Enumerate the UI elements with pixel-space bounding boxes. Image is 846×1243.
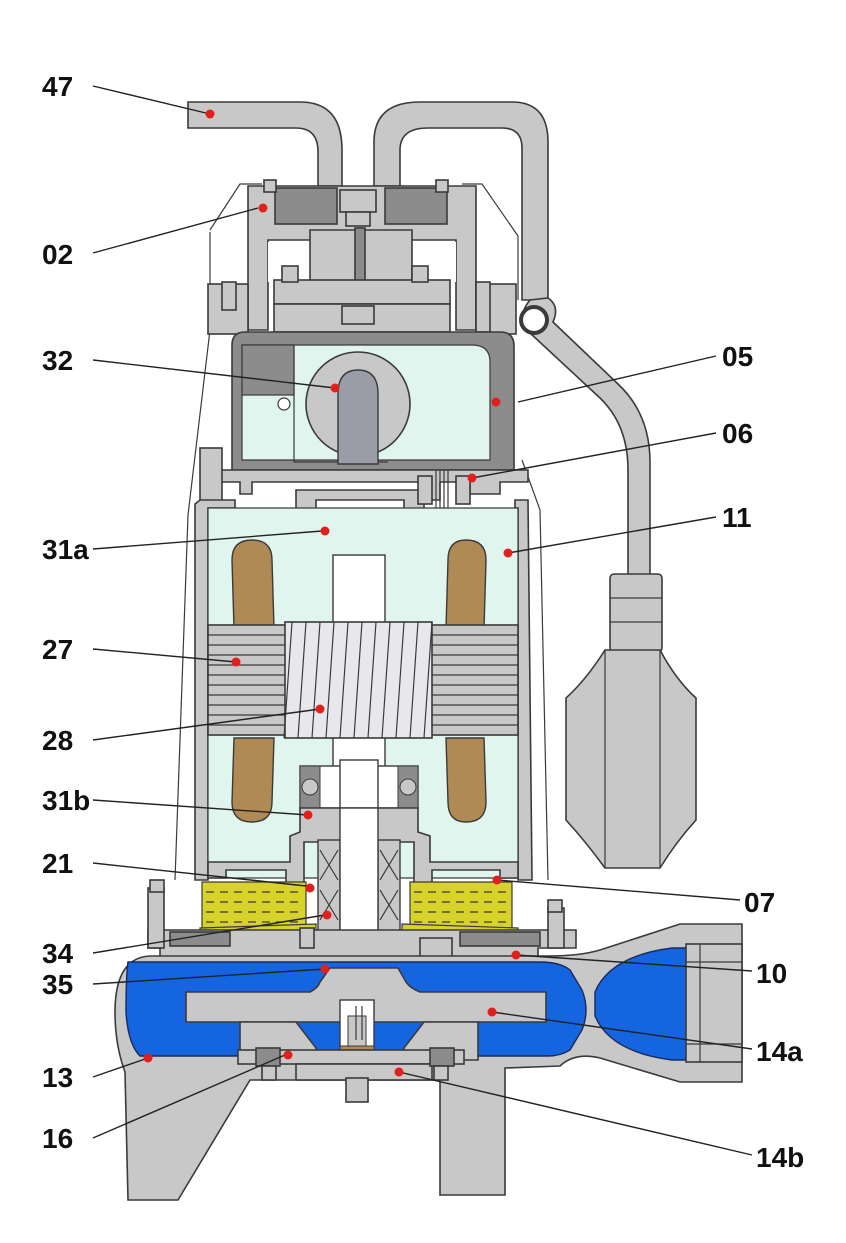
label-34: 34 bbox=[42, 938, 74, 969]
marker-07 bbox=[492, 875, 502, 885]
label-31b: 31b bbox=[42, 785, 90, 816]
label-07: 07 bbox=[744, 887, 775, 918]
marker-21 bbox=[305, 883, 315, 893]
label-05: 05 bbox=[722, 341, 753, 372]
upper-chamber bbox=[231, 331, 515, 471]
mechanical-seal bbox=[317, 807, 401, 959]
marker-13 bbox=[143, 1053, 153, 1063]
marker-05 bbox=[491, 397, 501, 407]
marker-02 bbox=[258, 203, 268, 213]
marker-31b bbox=[303, 810, 313, 820]
label-27: 27 bbox=[42, 634, 73, 665]
float-switch bbox=[519, 297, 697, 869]
label-31a: 31a bbox=[42, 534, 89, 565]
marker-31a bbox=[320, 526, 330, 536]
marker-35 bbox=[320, 964, 330, 974]
label-10: 10 bbox=[756, 958, 787, 989]
marker-28 bbox=[315, 704, 325, 714]
winding-end-turns bbox=[231, 539, 487, 823]
rotor bbox=[283, 621, 433, 739]
label-14b: 14b bbox=[756, 1142, 804, 1173]
label-47: 47 bbox=[42, 71, 73, 102]
label-35: 35 bbox=[42, 969, 73, 1000]
marker-34 bbox=[322, 910, 332, 920]
marker-06 bbox=[467, 473, 477, 483]
label-02: 02 bbox=[42, 239, 73, 270]
marker-14a bbox=[487, 1007, 497, 1017]
label-32: 32 bbox=[42, 345, 73, 376]
label-21: 21 bbox=[42, 848, 73, 879]
lower-flange bbox=[147, 879, 577, 959]
marker-11 bbox=[503, 548, 513, 558]
marker-14b bbox=[394, 1067, 404, 1077]
label-16: 16 bbox=[42, 1123, 73, 1154]
label-28: 28 bbox=[42, 725, 73, 756]
marker-32 bbox=[330, 383, 340, 393]
lower-bearing bbox=[299, 759, 419, 811]
marker-10 bbox=[511, 950, 521, 960]
top-cover bbox=[207, 179, 517, 335]
label-06: 06 bbox=[722, 418, 753, 449]
part-markers bbox=[143, 109, 521, 1077]
marker-16 bbox=[283, 1050, 293, 1060]
label-11: 11 bbox=[722, 502, 752, 533]
label-13: 13 bbox=[42, 1062, 73, 1093]
part-labels: 47 02 32 31a 27 28 31b 21 34 35 13 16 05… bbox=[42, 71, 804, 1173]
marker-27 bbox=[231, 657, 241, 667]
leader-lines bbox=[92, 85, 753, 1156]
marker-47 bbox=[205, 109, 215, 119]
label-14a: 14a bbox=[756, 1036, 803, 1067]
